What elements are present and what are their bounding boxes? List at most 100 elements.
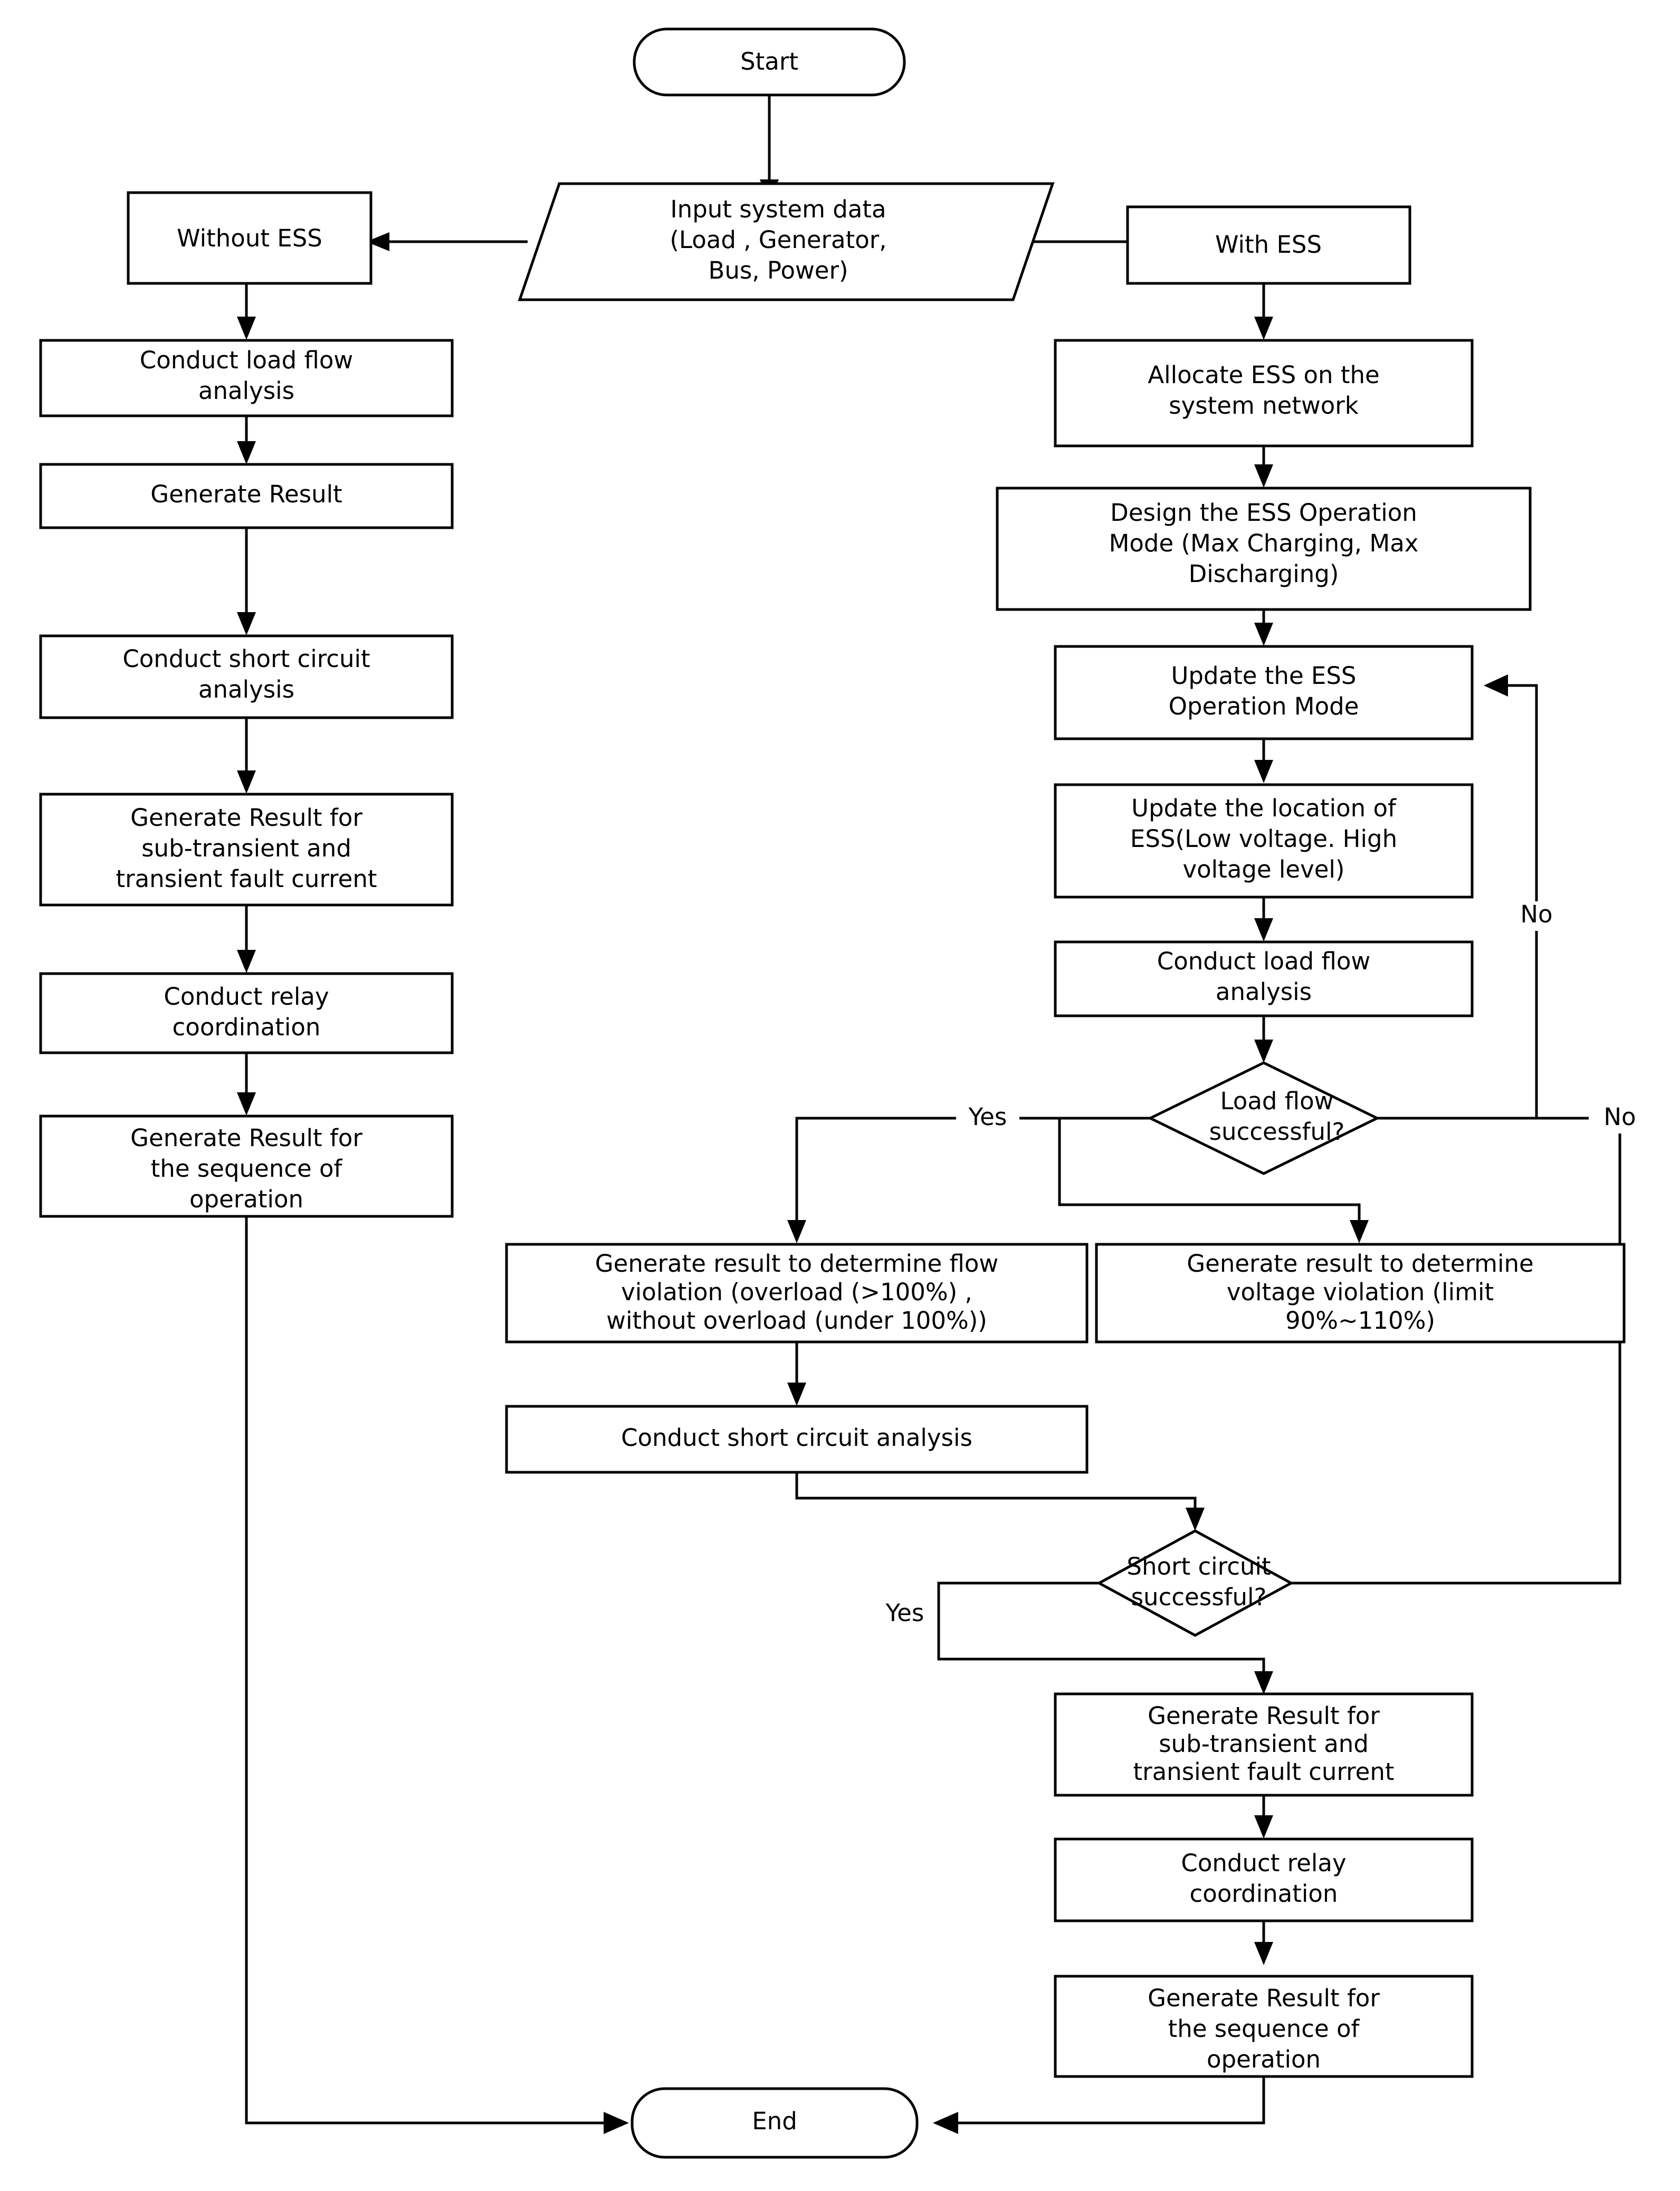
node-without-ess[interactable]: Without ESS — [127, 191, 373, 285]
node-voltage-violation[interactable]: Generate result to determine voltage vio… — [1095, 1243, 1626, 1344]
node-right-conduct-short-circuit[interactable]: Conduct short circuit analysis — [505, 1405, 1089, 1474]
node-rightsequence-line1: Generate Result for — [1148, 1984, 1380, 2012]
node-short-circuit-decision[interactable]: Short circuit successful? — [1096, 1529, 1294, 1637]
node-allocate-ess[interactable]: Allocate ESS on the system network — [1054, 339, 1474, 447]
node-loadflow-decision-line1: Load flow — [1220, 1087, 1334, 1115]
label-bg-shortcircuit-yes — [873, 1600, 937, 1630]
edge-flowviolation-to-shortcircuit — [787, 1341, 806, 1406]
node-rightsequence-line2: the sequence of — [1168, 2015, 1360, 2043]
node-left-shortcircuit-line1: Conduct short circuit — [122, 645, 370, 673]
node-updatemode-line2: Operation Mode — [1169, 692, 1359, 720]
node-shortcircuit-decision-line1: Short circuit — [1127, 1552, 1271, 1580]
node-left-generate-line1: Generate Result — [150, 480, 342, 508]
node-input-line2: (Load , Generator, — [670, 226, 886, 254]
node-left-fault-line3: transient fault current — [116, 865, 377, 893]
label-bg-loadflow-yes — [956, 1104, 1019, 1133]
node-left-conduct-short-circuit[interactable]: Conduct short circuit analysis — [39, 634, 454, 719]
edge-loadflow-yes — [787, 1117, 1150, 1243]
node-flowviolation-line3: without overload (under 100%)) — [606, 1307, 987, 1335]
node-rightfault-line2: sub-transient and — [1159, 1730, 1369, 1758]
edge-rightsequence-to-end — [933, 2076, 1265, 2134]
edge-left-loadflow-to-generate — [237, 416, 256, 464]
node-right-conduct-load-flow[interactable]: Conduct load flow analysis — [1054, 940, 1474, 1017]
node-load-flow-decision[interactable]: Load flow successful? — [1147, 1061, 1380, 1175]
node-rightrelay-line2: coordination — [1190, 1880, 1338, 1908]
edge-shortcircuit-no — [1291, 1117, 1621, 1585]
node-left-sequence-of-operation[interactable]: Generate Result for the sequence of oper… — [39, 1114, 454, 1218]
node-start-label: Start — [740, 47, 798, 75]
node-loadflow-decision-line2: successful? — [1209, 1118, 1345, 1146]
node-design-line1: Design the ESS Operation — [1110, 499, 1417, 527]
edge-left-generate-to-shortcircuit — [237, 528, 256, 635]
node-flowviolation-line2: violation (overload (>100%) , — [621, 1278, 972, 1306]
node-right-sequence-of-operation[interactable]: Generate Result for the sequence of oper… — [1054, 1975, 1474, 2078]
node-left-relay-line2: coordination — [173, 1013, 321, 1041]
node-rightfault-line3: transient fault current — [1133, 1758, 1394, 1786]
edge-updatemode-to-updatelocation — [1254, 739, 1273, 783]
node-left-loadflow-line1: Conduct load flow — [140, 346, 353, 374]
node-left-conduct-relay[interactable]: Conduct relay coordination — [39, 972, 454, 1054]
node-update-ess-mode[interactable]: Update the ESS Operation Mode — [1054, 645, 1474, 740]
edge-with-ess-to-allocate — [1254, 283, 1273, 340]
node-updateloc-line3: voltage level) — [1182, 855, 1344, 883]
node-left-relay-line1: Conduct relay — [164, 983, 329, 1011]
edge-label-loadflow-yes: Yes — [968, 1103, 1007, 1131]
edge-without-ess-to-load-flow — [237, 283, 256, 340]
node-shortcircuit-decision-line2: successful? — [1131, 1583, 1267, 1611]
node-start[interactable]: Start — [633, 27, 906, 97]
node-update-ess-location[interactable]: Update the location of ESS(Low voltage. … — [1054, 783, 1474, 899]
edge-input-to-without-ess — [366, 232, 528, 251]
edge-left-fault-to-relay — [237, 905, 256, 973]
node-left-shortcircuit-line2: analysis — [198, 675, 294, 703]
node-rightrelay-line1: Conduct relay — [1181, 1849, 1346, 1877]
node-rightloadflow-line2: analysis — [1216, 978, 1312, 1006]
edge-rightrelay-to-sequence — [1254, 1921, 1273, 1965]
edge-allocate-to-design — [1254, 446, 1273, 488]
node-right-fault-current[interactable]: Generate Result for sub-transient and tr… — [1054, 1692, 1474, 1797]
node-design-ess-mode[interactable]: Design the ESS Operation Mode (Max Charg… — [996, 487, 1532, 611]
node-voltageviolation-line3: 90%~110%) — [1285, 1307, 1435, 1335]
node-left-generate-result[interactable]: Generate Result — [39, 463, 454, 529]
edge-label-group: Yes No Yes No — [873, 900, 1651, 1630]
node-flow-violation[interactable]: Generate result to determine flow violat… — [505, 1243, 1089, 1344]
node-flowviolation-line1: Generate result to determine flow — [595, 1250, 998, 1278]
node-input-line1: Input system data — [670, 195, 886, 223]
node-updateloc-line2: ESS(Low voltage. High — [1130, 825, 1397, 853]
node-rightsequence-line3: operation — [1207, 2045, 1321, 2073]
node-design-line2: Mode (Max Charging, Max — [1109, 529, 1419, 557]
edge-left-shortcircuit-to-fault — [237, 718, 256, 794]
node-updateloc-line1: Update the location of — [1131, 794, 1397, 822]
edge-shortcircuit-yes — [937, 1582, 1273, 1694]
node-updatemode-line1: Update the ESS — [1171, 662, 1357, 690]
edge-shortcircuit-to-decision — [795, 1472, 1205, 1531]
node-rightshortcircuit-line1: Conduct short circuit analysis — [621, 1424, 972, 1452]
node-with-ess-label: With ESS — [1215, 231, 1322, 259]
node-left-fault-line2: sub-transient and — [141, 834, 351, 862]
node-left-fault-current[interactable]: Generate Result for sub-transient and tr… — [39, 793, 454, 907]
node-design-line3: Discharging) — [1189, 560, 1339, 588]
edge-updatelocation-to-loadflow — [1254, 897, 1273, 941]
node-right-conduct-relay[interactable]: Conduct relay coordination — [1054, 1837, 1474, 1922]
label-bg-loadflow-no — [1505, 901, 1568, 931]
edge-rightfault-to-relay — [1254, 1794, 1273, 1838]
node-left-sequence-line2: the sequence of — [151, 1155, 343, 1183]
node-voltageviolation-line1: Generate result to determine — [1187, 1250, 1533, 1278]
edge-label-loadflow-no: No — [1520, 900, 1552, 928]
node-end[interactable]: End — [631, 2087, 919, 2159]
edge-left-relay-to-sequence — [237, 1053, 256, 1116]
node-left-sequence-line1: Generate Result for — [130, 1124, 362, 1152]
node-voltageviolation-line2: voltage violation (limit — [1227, 1278, 1494, 1306]
node-allocate-line2: system network — [1169, 392, 1359, 420]
node-input-system-data[interactable]: Input system data (Load , Generator, Bus… — [518, 182, 1055, 301]
edge-loadflow-to-voltage-violation — [1058, 1118, 1369, 1243]
node-end-label: End — [752, 2107, 797, 2135]
node-allocate-line1: Allocate ESS on the — [1148, 361, 1379, 389]
node-rightfault-line1: Generate Result for — [1148, 1702, 1380, 1730]
node-left-conduct-load-flow[interactable]: Conduct load flow analysis — [39, 339, 454, 417]
node-left-fault-line1: Generate Result for — [130, 804, 362, 832]
edge-rightloadflow-to-decision — [1254, 1016, 1273, 1063]
node-without-ess-label: Without ESS — [177, 224, 322, 252]
node-with-ess[interactable]: With ESS — [1126, 205, 1411, 285]
